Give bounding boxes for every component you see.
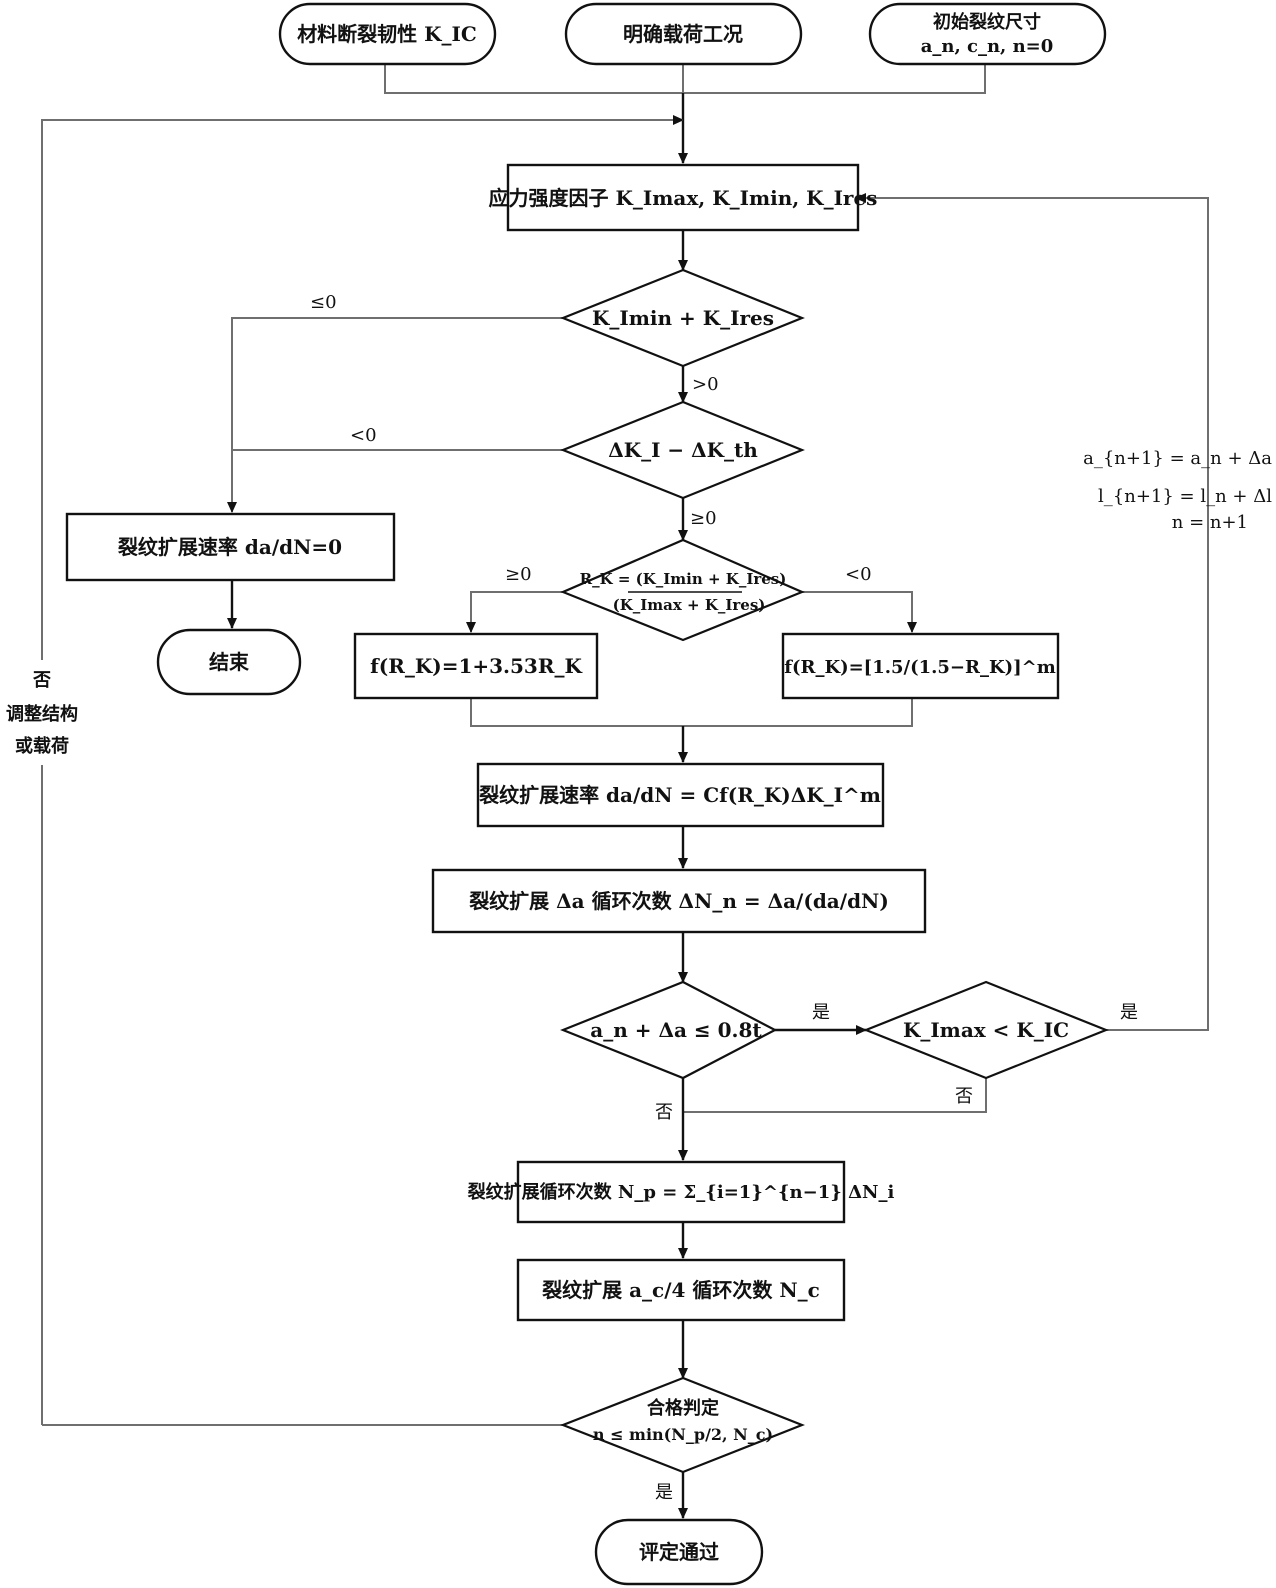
decision-kmax: K_Imax < K_IC bbox=[863, 980, 1109, 1080]
terminal-kic: 材料断裂韧性 K_IC bbox=[278, 2, 497, 66]
terminal-pass-text: 评定通过 bbox=[639, 1540, 719, 1564]
label-update-a: a_{n+1} = a_n + Δa bbox=[1083, 448, 1272, 469]
label-lt0-b: <0 bbox=[845, 564, 872, 585]
terminal-load-text: 明确载荷工况 bbox=[623, 22, 743, 46]
terminal-end: 结束 bbox=[156, 628, 302, 696]
box-f-rk-neg-text: f(R_K)=[1.5/(1.5−R_K)]^m bbox=[784, 657, 1056, 678]
decision-depth-text: a_n + Δa ≤ 0.8t bbox=[590, 1018, 762, 1042]
decision-check-line2: n ≤ min(N_p/2, N_c) bbox=[593, 1425, 773, 1444]
decision-kmax-text: K_Imax < K_IC bbox=[903, 1018, 1069, 1042]
box-cycles-c4-text: 裂纹扩展 a_c/4 循环次数 N_c bbox=[542, 1278, 820, 1302]
decision-check-line1: 合格判定 bbox=[647, 1397, 719, 1419]
connectors bbox=[41, 64, 1209, 1519]
label-left-adjust-2: 或载荷 bbox=[15, 735, 69, 757]
label-update-n: n = n+1 bbox=[1172, 512, 1248, 533]
box-sif: 应力强度因子 K_Imax, K_Imin, K_Ires bbox=[489, 163, 878, 232]
label-gt0: >0 bbox=[692, 374, 719, 395]
box-f-rk-neg: f(R_K)=[1.5/(1.5−R_K)]^m bbox=[781, 632, 1060, 700]
terminal-load: 明确载荷工况 bbox=[564, 2, 803, 66]
box-cycles-c4: 裂纹扩展 a_c/4 循环次数 N_c bbox=[516, 1258, 846, 1322]
terminal-kic-text: 材料断裂韧性 K_IC bbox=[297, 22, 477, 46]
label-ge0-a: ≥0 bbox=[690, 508, 717, 529]
box-cycles-delta: 裂纹扩展 Δa 循环次数 ΔN_n = Δa/(da/dN) bbox=[431, 868, 927, 934]
decision-kmin-kres: K_Imin + K_Ires bbox=[560, 268, 805, 368]
edge-labels: ≤0 >0 <0 ≥0 ≥0 <0 是 是 否 否 是 bbox=[310, 292, 1138, 1503]
terminal-end-text: 结束 bbox=[209, 650, 250, 674]
label-no-a: 否 bbox=[655, 1102, 673, 1123]
label-lt0-a: <0 bbox=[350, 425, 377, 446]
terminal-crack-line1: 初始裂纹尺寸 bbox=[933, 11, 1041, 33]
decision-kmin-kres-text: K_Imin + K_Ires bbox=[592, 306, 774, 330]
decision-rk-line2: (K_Imax + K_Ires) bbox=[613, 596, 766, 614]
decision-rk-line1: R_K = (K_Imin + K_Ires) bbox=[580, 570, 787, 588]
box-total-cycles-text: 裂纹扩展循环次数 N_p = Σ_{i=1}^{n−1} ΔN_i bbox=[467, 1181, 895, 1203]
label-yes-c: 是 bbox=[655, 1482, 673, 1503]
adjust-labels: 否 调整结构 或载荷 bbox=[4, 660, 80, 765]
arrow-kmax-no bbox=[683, 1078, 987, 1113]
arrow-kmax-yes-loop bbox=[855, 193, 1209, 1031]
label-update-c: l_{n+1} = l_n + Δl bbox=[1098, 486, 1272, 507]
box-f-rk-pos-text: f(R_K)=1+3.53R_K bbox=[370, 654, 582, 678]
label-yes-a: 是 bbox=[812, 1002, 830, 1023]
adjust-label-bg bbox=[4, 660, 80, 765]
feedback-loop-left bbox=[41, 115, 684, 1425]
label-le0: ≤0 bbox=[310, 292, 337, 313]
box-cycles-delta-text: 裂纹扩展 Δa 循环次数 ΔN_n = Δa/(da/dN) bbox=[469, 889, 889, 913]
decision-rk: R_K = (K_Imin + K_Ires) (K_Imax + K_Ires… bbox=[560, 538, 805, 642]
box-rate: 裂纹扩展速率 da/dN = Cf(R_K)ΔK_I^m bbox=[476, 762, 885, 828]
decision-delta-k-text: ΔK_I − ΔK_th bbox=[608, 438, 758, 462]
merge-line-f bbox=[470, 698, 913, 727]
arrow-d1-le0 bbox=[227, 317, 563, 513]
box-sif-text: 应力强度因子 K_Imax, K_Imin, K_Ires bbox=[489, 186, 878, 210]
merge-line-inputs bbox=[384, 64, 986, 94]
label-left-adjust-1: 调整结构 bbox=[6, 703, 78, 725]
label-yes-b: 是 bbox=[1120, 1002, 1138, 1023]
arrow-d3-ge0 bbox=[466, 591, 563, 633]
label-no-b: 否 bbox=[955, 1086, 973, 1107]
decision-delta-k: ΔK_I − ΔK_th bbox=[560, 400, 805, 500]
terminal-pass: 评定通过 bbox=[594, 1518, 764, 1586]
box-total-cycles: 裂纹扩展循环次数 N_p = Σ_{i=1}^{n−1} ΔN_i bbox=[467, 1160, 895, 1224]
label-ge0-b: ≥0 bbox=[505, 564, 532, 585]
box-rate-text: 裂纹扩展速率 da/dN = Cf(R_K)ΔK_I^m bbox=[479, 783, 881, 807]
decision-check: 合格判定 n ≤ min(N_p/2, N_c) bbox=[559, 1376, 805, 1474]
box-f-rk-pos: f(R_K)=1+3.53R_K bbox=[353, 632, 599, 700]
box-zero-rate-text: 裂纹扩展速率 da/dN=0 bbox=[118, 535, 342, 559]
terminal-crack: 初始裂纹尺寸 a_n, c_n, n=0 bbox=[868, 2, 1107, 66]
arrow-d3-lt0 bbox=[802, 591, 917, 633]
terminal-crack-line2: a_n, c_n, n=0 bbox=[921, 36, 1054, 57]
label-left-no: 否 bbox=[32, 670, 51, 691]
update-labels: a_{n+1} = a_n + Δa l_{n+1} = l_n + Δl n … bbox=[1083, 448, 1272, 533]
decision-depth: a_n + Δa ≤ 0.8t bbox=[560, 980, 778, 1080]
box-zero-rate: 裂纹扩展速率 da/dN=0 bbox=[65, 512, 396, 582]
